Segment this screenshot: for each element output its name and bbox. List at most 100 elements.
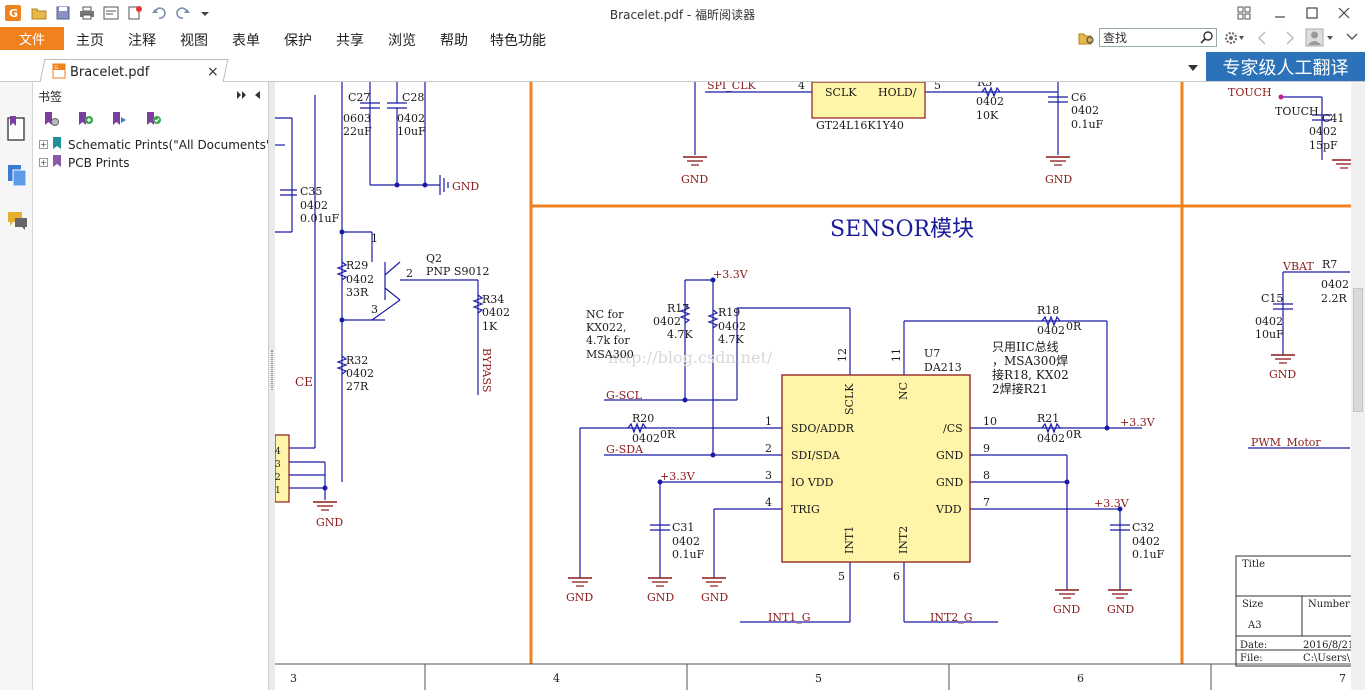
save-icon[interactable] [54, 4, 72, 22]
search-input[interactable] [1100, 29, 1196, 46]
bookmark-item-label[interactable]: Schematic Prints("All Documents",I [68, 137, 279, 152]
part-package: 0402 [1309, 125, 1337, 138]
tab-list-dropdown-icon[interactable] [1187, 62, 1199, 76]
expert-translation-banner[interactable]: 专家级人工翻译 [1206, 52, 1365, 81]
properties-icon[interactable] [102, 4, 120, 22]
part-value: 0.1uF [1132, 548, 1165, 561]
menu-view[interactable]: 视图 [180, 33, 208, 49]
part-value: PNP S9012 [426, 265, 489, 278]
note-nc-line: 4.7k for [586, 334, 630, 347]
add-bookmark-icon[interactable] [77, 111, 95, 127]
flash-part: GT24L16K1Y40 [816, 119, 904, 132]
user-avatar-icon[interactable] [1305, 28, 1335, 51]
net-bypass: BYPASS [480, 348, 493, 392]
ruler-number: 3 [290, 672, 297, 685]
u7-pin-number: 12 [836, 348, 849, 362]
bookmark-settings-icon[interactable] [43, 111, 61, 127]
u7-pin-name: IO VDD [791, 476, 834, 489]
settings-gear-icon[interactable] [1224, 30, 1246, 49]
net-gnd: GND [1107, 603, 1134, 616]
part-package: 0402 [1071, 104, 1099, 117]
document-view[interactable]: SENSOR模块 http://blog.csdn.net/ NC for KX… [275, 82, 1351, 690]
nav-forward-icon[interactable] [1284, 30, 1296, 49]
bookmark-item-schematic[interactable]: + Schematic Prints("All Documents",I [39, 136, 279, 153]
connector-pin: 1 [275, 486, 281, 496]
net-gnd: GND [701, 591, 728, 604]
part-ref: C32 [1132, 521, 1154, 534]
menu-home[interactable]: 主页 [76, 33, 104, 49]
net-3v3: +3.3V [660, 470, 696, 483]
menu-featured[interactable]: 特色功能 [490, 33, 546, 49]
part-package: 0402 [1132, 535, 1160, 548]
part-ref: C15 [1261, 292, 1283, 305]
search-icon[interactable] [1200, 30, 1214, 47]
part-value: 0R [1066, 320, 1082, 333]
svg-text:G: G [55, 65, 59, 71]
customize-toolbar-icon[interactable] [196, 4, 214, 22]
menu-comment[interactable]: 注释 [128, 33, 156, 49]
flash-pin-name: SCLK [825, 86, 857, 99]
close-window-button[interactable] [1330, 2, 1358, 24]
u7-pin-name: INT1 [843, 526, 856, 554]
expand-bookmark-icon[interactable] [111, 111, 129, 127]
menu-form[interactable]: 表单 [232, 33, 260, 49]
u7-pin-number: 1 [765, 415, 772, 428]
u7-pin-number: 10 [983, 415, 997, 428]
comments-panel-icon[interactable] [7, 210, 29, 235]
part-ref: R32 [346, 354, 368, 367]
u7-ref: U7 [924, 347, 940, 360]
panel-splitter[interactable] [269, 82, 275, 690]
document-tab-label[interactable]: Bracelet.pdf [70, 65, 150, 80]
undo-icon[interactable] [150, 4, 168, 22]
part-value: 0.1uF [672, 548, 705, 561]
redo-icon[interactable] [174, 4, 192, 22]
search-folder-icon[interactable] [1078, 30, 1096, 49]
bookmarks-panel-icon[interactable] [6, 114, 28, 147]
part-value: 0.01uF [300, 212, 340, 225]
close-tab-icon[interactable]: × [207, 64, 219, 80]
document-tab-bar: G Bracelet.pdf × [0, 53, 1365, 82]
title-block-label: Title [1242, 559, 1265, 570]
open-folder-icon[interactable] [30, 4, 48, 22]
menu-share[interactable]: 共享 [336, 33, 364, 49]
nav-back-icon[interactable] [1256, 30, 1268, 49]
part-package: 0402 [1321, 278, 1349, 291]
net-gnd: GND [316, 516, 343, 529]
u7-pin-name: SCLK [843, 383, 856, 415]
expand-panel-icon[interactable] [236, 89, 248, 103]
expand-tree-icon[interactable]: + [39, 158, 48, 167]
part-value: 10uF [397, 125, 426, 138]
part-package: 0402 [300, 199, 328, 212]
collapse-ribbon-icon[interactable] [1345, 31, 1359, 46]
vertical-scrollbar[interactable] [1351, 82, 1365, 690]
bookmark-ribbon-icon [52, 136, 62, 153]
foxit-app-icon[interactable]: G [4, 4, 22, 22]
new-document-icon[interactable] [126, 4, 144, 22]
expand-tree-icon[interactable]: + [39, 140, 48, 149]
part-value: 1K [482, 320, 498, 333]
scrollbar-thumb[interactable] [1353, 288, 1363, 412]
u7-pin-number: 3 [765, 469, 772, 482]
menu-browse[interactable]: 浏览 [388, 33, 416, 49]
net-3v3: +3.3V [1120, 416, 1156, 429]
bookmark-check-icon[interactable] [145, 111, 163, 127]
part-package: 0402 [718, 320, 746, 333]
file-menu-button[interactable]: 文件 [0, 27, 64, 50]
part-package: 0402 [672, 535, 700, 548]
u7-pin-number: 11 [890, 348, 903, 362]
layout-grid-icon[interactable] [1230, 2, 1258, 24]
menu-protect[interactable]: 保护 [284, 33, 312, 49]
print-icon[interactable] [78, 4, 96, 22]
maximize-button[interactable] [1298, 2, 1326, 24]
menu-help[interactable]: 帮助 [440, 33, 468, 49]
note-iic-line: 2焊接R21 [992, 381, 1048, 396]
u7-pin-number: 7 [983, 496, 990, 509]
minimize-button[interactable] [1266, 2, 1294, 24]
pages-thumbnail-icon[interactable] [7, 164, 29, 191]
part-ref: C41 [1322, 112, 1344, 125]
bookmark-item-pcb[interactable]: + PCB Prints [39, 154, 130, 171]
search-field[interactable] [1099, 28, 1217, 47]
bookmark-item-label[interactable]: PCB Prints [68, 155, 130, 170]
collapse-panel-icon[interactable] [253, 89, 261, 103]
touch-pad-marker [1278, 94, 1284, 100]
